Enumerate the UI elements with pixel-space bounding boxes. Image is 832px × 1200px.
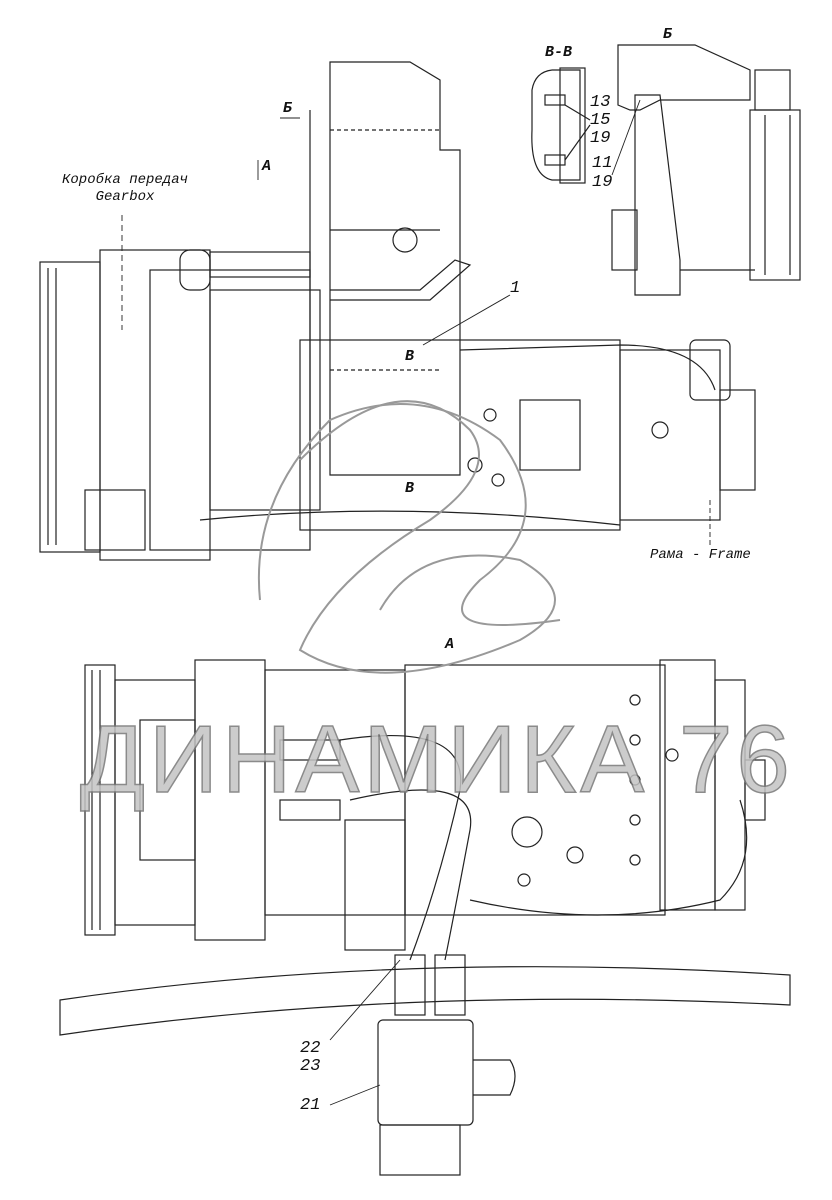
callout-19b: 19: [592, 173, 613, 192]
bracket-assembly: [309, 61, 472, 476]
gearbox-caption-ru: Коробка передач: [61, 172, 189, 188]
gearbox-caption-en: Gearbox: [95, 189, 155, 205]
pump-unit: [377, 1019, 516, 1176]
watermark-logo: [257, 400, 561, 674]
callout-23: 23: [300, 1057, 321, 1076]
gearbox-top-view: [84, 659, 766, 1016]
callout-22: 22: [300, 1039, 321, 1058]
frame-rail: [59, 966, 791, 1036]
frame-caption: Рама - Frame: [650, 547, 751, 563]
callout-11: 11: [592, 154, 613, 173]
callout-19a: 19: [590, 129, 611, 148]
callout-15: 15: [590, 111, 611, 130]
section-label-vv: В-В: [545, 44, 573, 61]
view-label-a-bottom: A: [445, 636, 455, 653]
view-label-v-bottom: В: [405, 480, 415, 497]
view-label-b-arrow: Б: [283, 100, 293, 117]
view-b: [611, 44, 801, 296]
view-label-b: Б: [663, 26, 673, 43]
leader-lines: [121, 99, 711, 1106]
callout-13: 13: [590, 93, 611, 112]
view-label-v-top: В: [405, 348, 415, 365]
callout-1: 1: [510, 279, 521, 298]
gearbox-caption: Коробка передач Gearbox: [40, 172, 210, 206]
watermark-text: ДИНАМИКА 76: [79, 705, 794, 814]
section-vv: [531, 67, 591, 184]
callout-21: 21: [300, 1096, 321, 1115]
view-label-a-top: A: [262, 158, 272, 175]
